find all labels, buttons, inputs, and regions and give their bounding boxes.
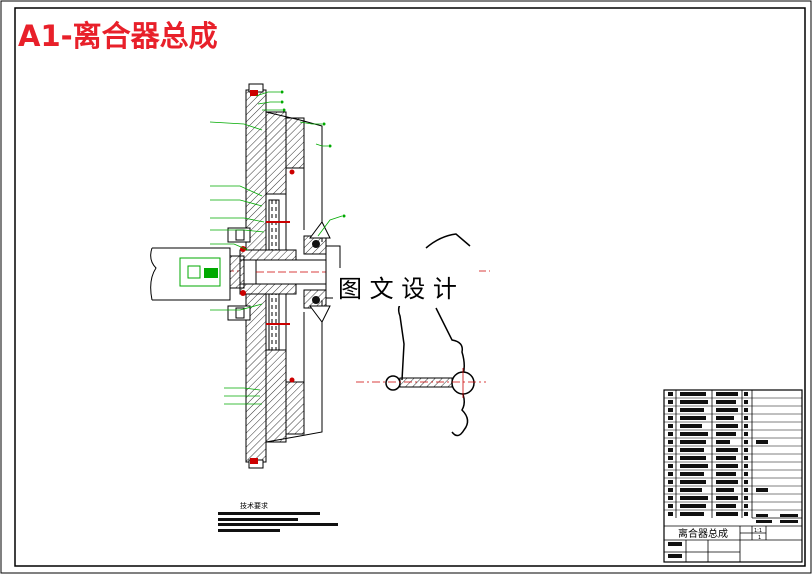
watermark-backdrop: [333, 268, 479, 306]
inner-frame: [14, 7, 806, 567]
balloon-labels: [280, 90, 346, 218]
title-block-scale: 1:1: [754, 528, 762, 534]
note-line: [218, 518, 298, 521]
note-line: [218, 512, 320, 515]
drawing-title: A1-离合器总成: [18, 19, 218, 53]
release-lever-view: [356, 233, 486, 437]
notes-heading: 技术要求: [240, 501, 268, 510]
watermark-text: 图 文 设 计: [338, 275, 457, 303]
part-leaders: [209, 91, 343, 405]
clutch-assembly: [150, 83, 490, 469]
parts-list-blurred-text: [668, 392, 798, 558]
note-line: [218, 529, 280, 532]
note-line: [218, 523, 338, 526]
parts-list-rows: [664, 397, 802, 511]
title-block-sheet: 1: [758, 535, 761, 541]
technical-notes: 技术要求: [218, 501, 338, 532]
title-block-name: 离合器总成: [678, 527, 728, 540]
